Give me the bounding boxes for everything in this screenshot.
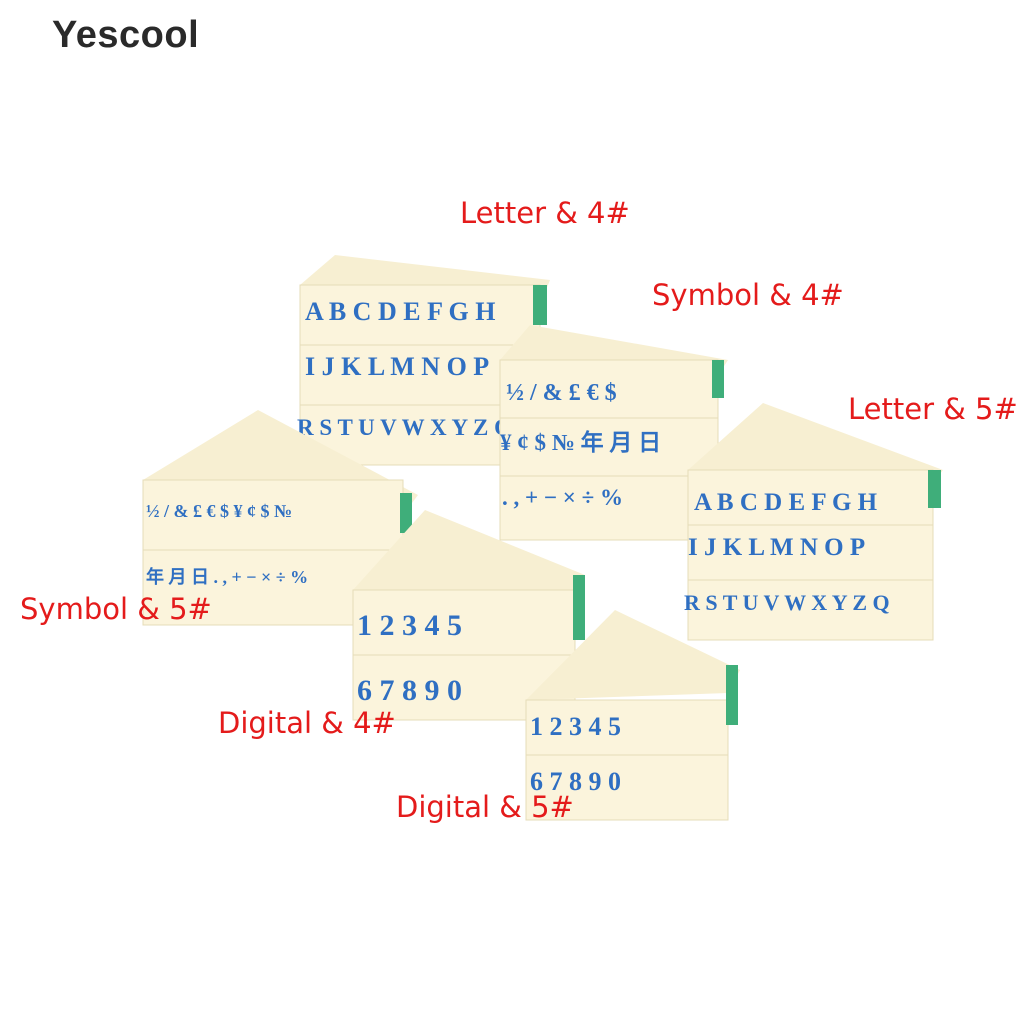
stamp-row: . , + − × ÷ % — [502, 485, 623, 510]
label-digital-5: Digital & 5# — [396, 790, 574, 824]
stamp-row: 6 7 8 9 0 — [530, 767, 621, 796]
stamp-row: A B C D E F G H — [305, 297, 495, 326]
label-symbol-5: Symbol & 5# — [20, 592, 212, 626]
stamp-row: R S T U V W X Y Z Q — [297, 415, 512, 440]
stamp-row: I J K L M N O P — [305, 352, 489, 381]
stamp-row: 1 2 3 4 5 — [530, 712, 621, 741]
stamp-row: A B C D E F G H — [694, 489, 878, 516]
brand-logo: Yescool — [52, 14, 200, 56]
stamp-digital-5: 1 2 3 4 5 6 7 8 9 0 — [520, 605, 750, 825]
label-digital-4: Digital & 4# — [218, 706, 396, 740]
stamp-row: ½ / & £ € $ ¥ ¢ $ № — [146, 501, 292, 521]
stamp-row: I J K L M N O P — [688, 534, 865, 561]
label-letter-5: Letter & 5# — [848, 392, 1018, 426]
label-letter-4: Letter & 4# — [460, 196, 630, 230]
stamp-row: 年 月 日 . , + − × ÷ % — [146, 566, 308, 587]
stamp-row: 6 7 8 9 0 — [357, 674, 462, 707]
label-symbol-4: Symbol & 4# — [652, 278, 844, 312]
stamp-symbol-4: ½ / & £ € $ ¥ ¢ $ № 年 月 日 . , + − × ÷ % — [490, 300, 740, 550]
stamp-row: ¥ ¢ $ № 年 月 日 — [500, 429, 661, 455]
stamp-row: 1 2 3 4 5 — [357, 609, 462, 642]
stamp-row: ½ / & £ € $ — [506, 380, 617, 406]
stamp-row: R S T U V W X Y Z Q — [684, 590, 890, 615]
stamp-letter-4: A B C D E F G H I J K L M N O P R S T U … — [285, 235, 565, 475]
stamp-letter-5: A B C D E F G H I J K L M N O P R S T U … — [678, 395, 953, 645]
